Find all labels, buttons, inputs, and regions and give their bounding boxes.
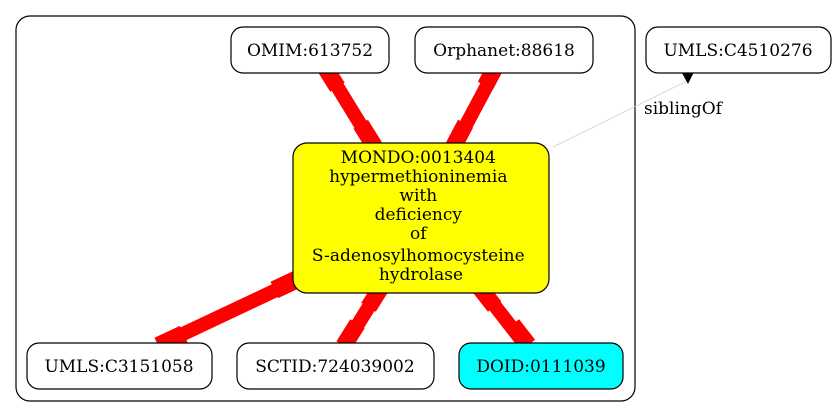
node-umls-box: [26, 342, 213, 390]
node-sctid[interactable]: SCTID:724039002: [236, 342, 435, 390]
node-mondo-label-line: MONDO:0013404: [341, 148, 496, 168]
node-orphanet-label: Orphanet:88618: [433, 41, 575, 61]
node-sctid-box: [236, 342, 435, 390]
node-mondo-label-line: hypermethioninemia: [329, 167, 507, 187]
node-mondo-label-line: hydrolase: [379, 265, 463, 285]
node-omim[interactable]: OMIM:613752: [230, 26, 390, 74]
sibling-of-arrowhead: [682, 72, 694, 84]
node-mondo-label-line: with: [399, 186, 437, 206]
node-mondo-label-line: S-adenosylhomocysteine: [312, 246, 525, 266]
node-omim-label: OMIM:613752: [247, 41, 373, 61]
node-doid-label: DOID:0111039: [476, 357, 605, 377]
node-mondo-label-line: deficiency: [375, 205, 463, 225]
edge-omim-mondo: [316, 60, 382, 151]
node-umls-sibling[interactable]: UMLS:C4510276: [645, 26, 832, 74]
node-umls-sibling-box: [645, 26, 832, 74]
node-sctid-label: SCTID:724039002: [255, 357, 414, 377]
node-umls-label: UMLS:C3151058: [44, 357, 193, 377]
node-doid-box: [458, 342, 624, 390]
node-doid[interactable]: DOID:0111039: [458, 342, 624, 390]
sibling-of-edge-line: [552, 79, 690, 148]
node-umls-sibling-label: UMLS:C4510276: [663, 41, 812, 61]
node-mondo-label-line: of: [410, 224, 428, 244]
node-mondo-label: MONDO:0013404 hypermethioninemia with de…: [312, 148, 530, 285]
edge-mondo-umls-shaft: [163, 276, 294, 349]
node-orphanet[interactable]: Orphanet:88618: [414, 26, 594, 74]
node-mondo[interactable]: MONDO:0013404 hypermethioninemia with de…: [292, 142, 550, 294]
sibling-of-label: siblingOf: [644, 99, 724, 119]
node-umls[interactable]: UMLS:C3151058: [26, 342, 213, 390]
node-omim-box: [230, 26, 390, 74]
cluster-boundary: [15, 15, 636, 402]
node-orphanet-box: [414, 26, 594, 74]
node-mondo-box: [292, 142, 550, 294]
edge-mondo-umls: [154, 269, 304, 355]
sibling-of-edge: siblingOf: [552, 72, 724, 148]
